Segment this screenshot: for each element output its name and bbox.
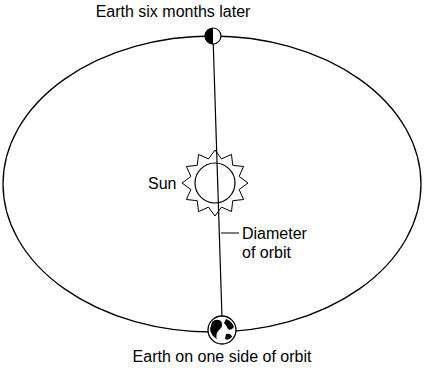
orbit-label: Earth on one side of orbit — [131, 347, 314, 366]
earth-bottom — [208, 316, 236, 344]
diameter-line — [213, 36, 222, 318]
orbit-ellipse — [3, 36, 421, 332]
earth-top — [205, 28, 221, 44]
sun-label: Sun — [146, 174, 178, 193]
sun-rays — [182, 150, 248, 216]
leader-line — [221, 233, 239, 234]
orbit-label: Earth six months later — [94, 2, 253, 21]
diameter-label: Diameter of orbit — [240, 224, 322, 262]
sun-disc — [195, 163, 235, 203]
